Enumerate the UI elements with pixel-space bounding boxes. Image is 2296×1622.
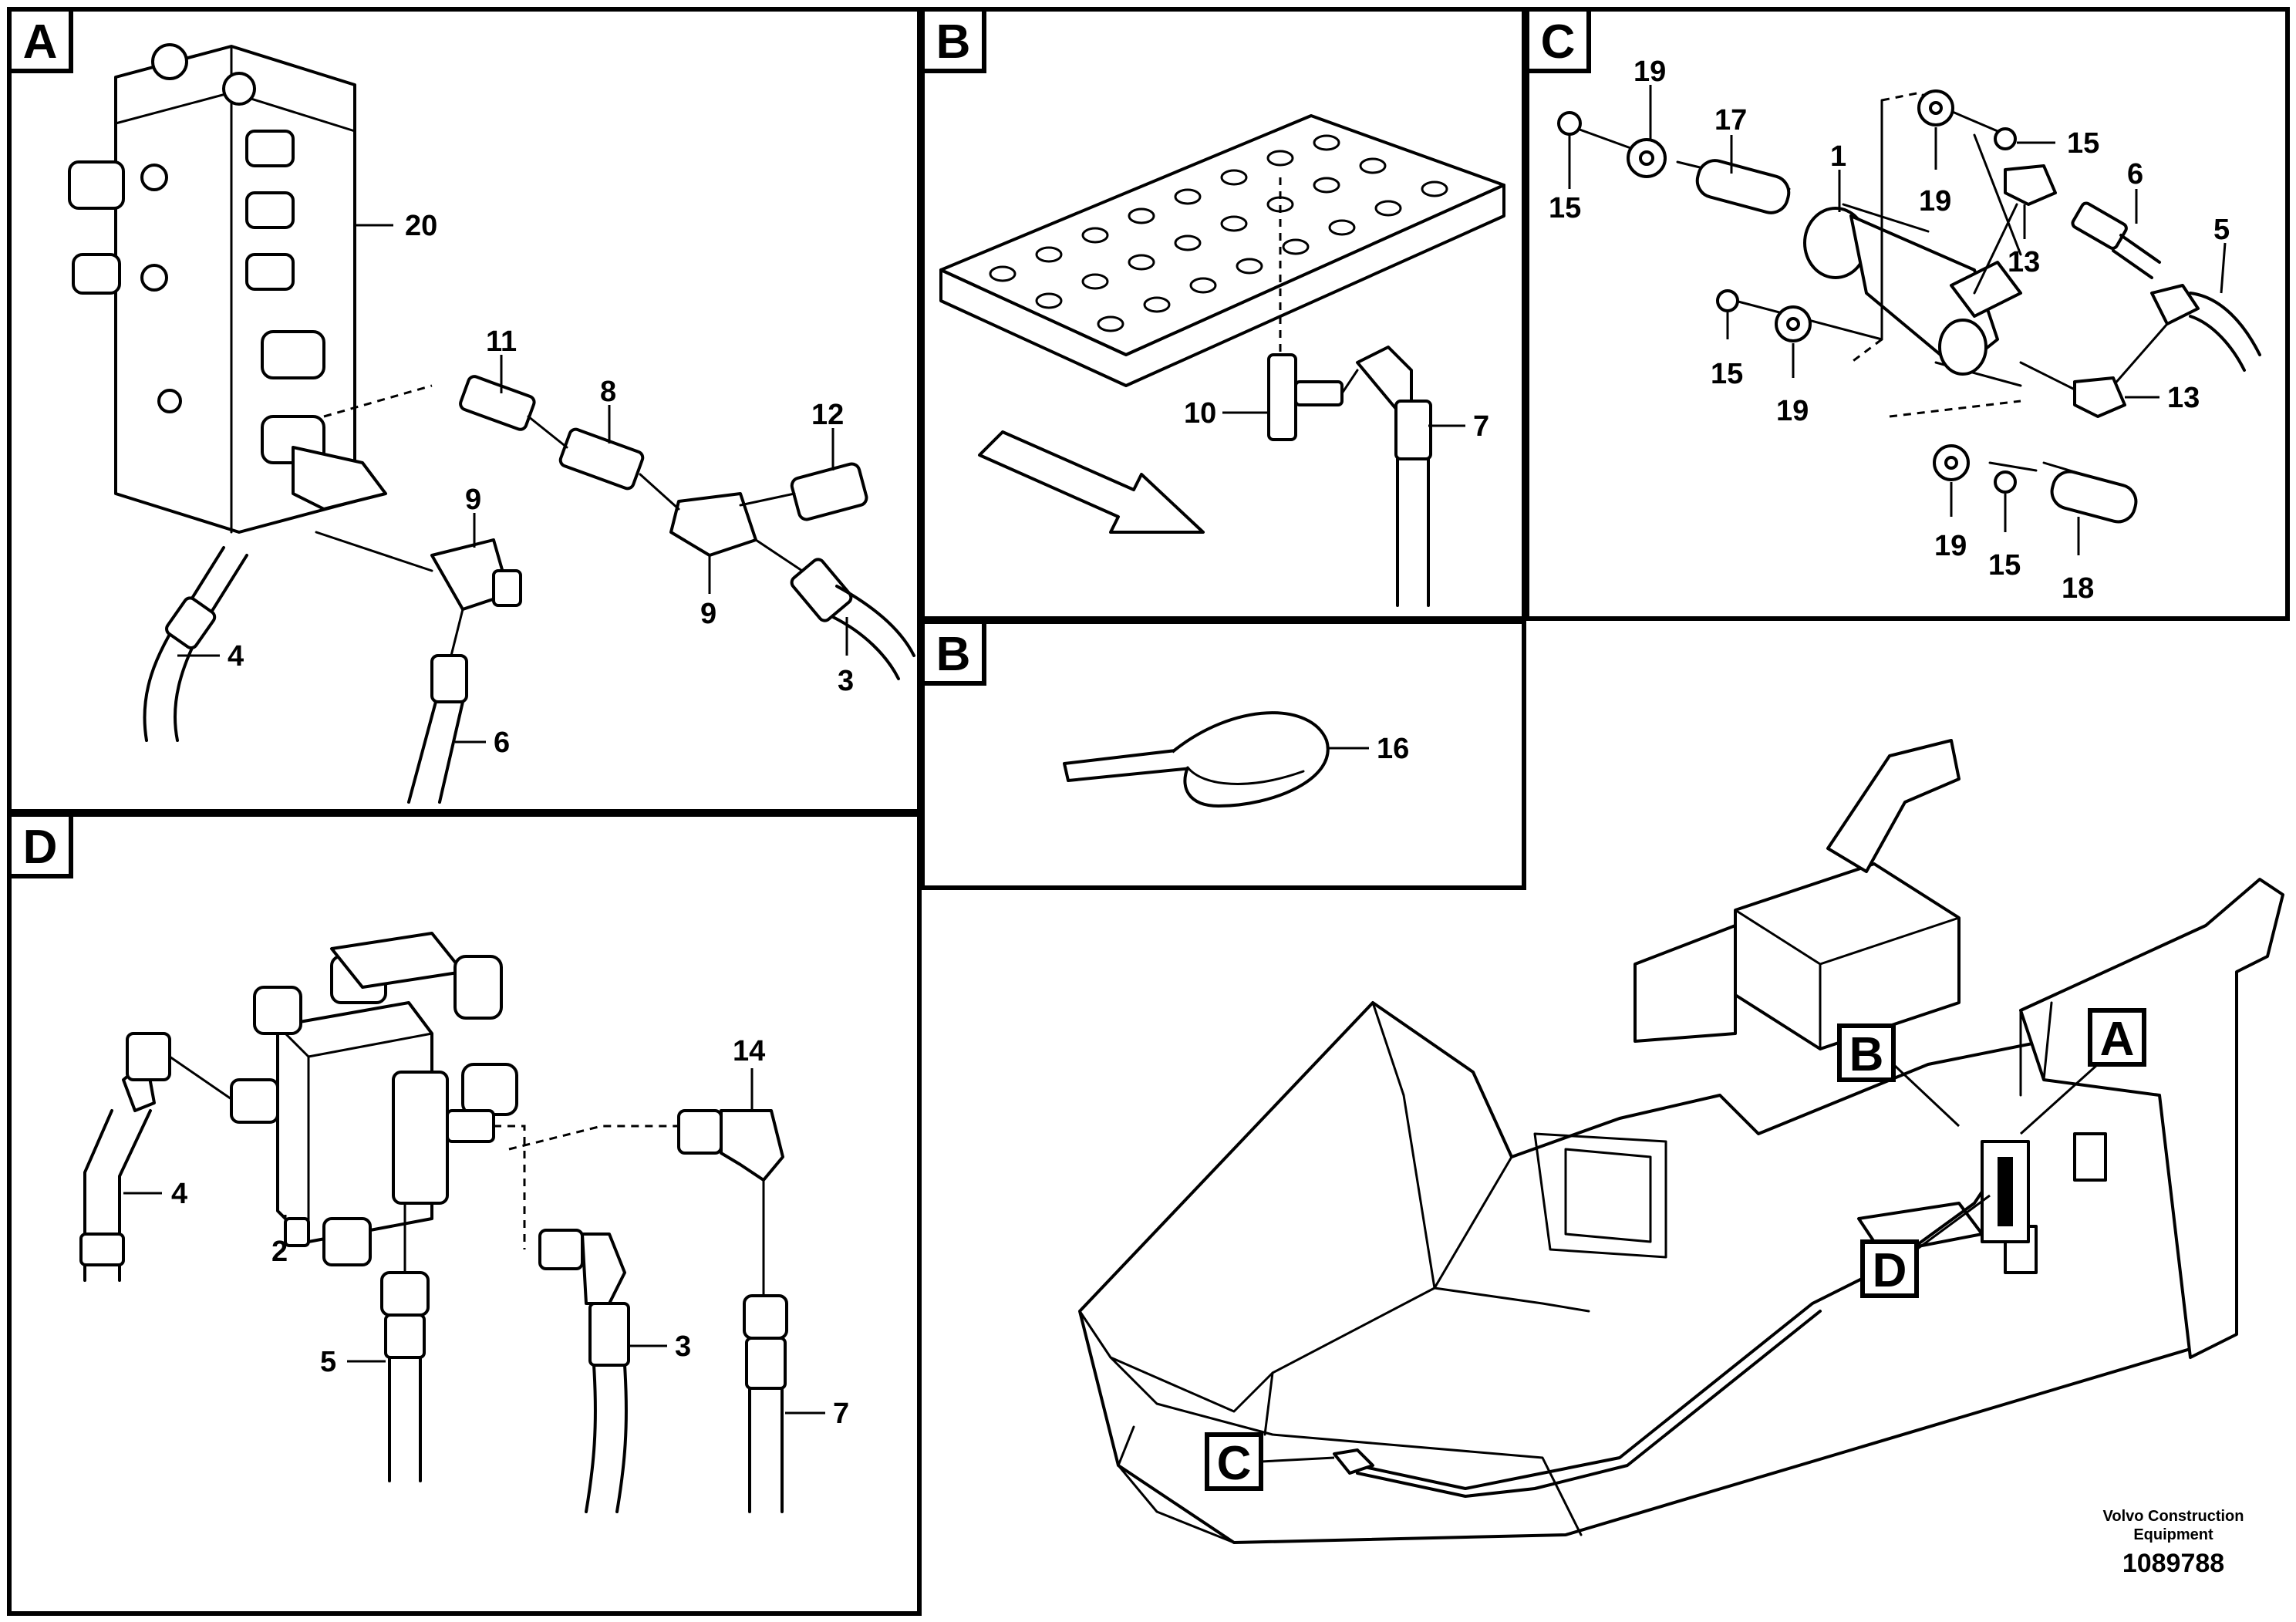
callout-d-3: 3 — [675, 1330, 691, 1363]
callout-a-6: 6 — [494, 727, 510, 759]
overview-label-d: D — [1873, 1244, 1907, 1297]
panel-b-bottom-drawing — [1063, 711, 1330, 808]
panel-frames — [7, 7, 2290, 1616]
panel-c-frame — [1525, 7, 2290, 621]
callout-d-4: 4 — [171, 1178, 187, 1210]
panel-b-bottom-frame — [920, 619, 1526, 890]
callout-a-11: 11 — [486, 325, 517, 358]
machine-overview — [1078, 739, 2284, 1544]
panel-b-top-frame — [920, 7, 1526, 621]
overview-callouts: A B C D — [1205, 1008, 2146, 1491]
callout-c-19-middle: 19 — [1776, 395, 1809, 427]
panel-d-callouts: 14 4 2 5 3 7 — [123, 1035, 849, 1430]
callout-c-19-bottom: 19 — [1934, 530, 1967, 562]
callout-a-12: 12 — [811, 399, 844, 431]
callout-c-17: 17 — [1714, 104, 1747, 137]
callout-c-15-middle: 15 — [1711, 358, 1743, 390]
callout-a-9-left: 9 — [465, 484, 481, 516]
panel-labels: A B C B D — [7, 7, 1591, 878]
company-name-line1: Volvo Construction — [2103, 1508, 2244, 1525]
callout-c-13-bottom: 13 — [2167, 382, 2200, 414]
callout-c-15-bottom: 15 — [1988, 549, 2021, 582]
panel-a-letter: A — [23, 15, 58, 69]
panel-a-drawing — [68, 43, 915, 804]
callout-c-15-right: 15 — [2067, 127, 2099, 160]
panel-b-bottom-letter: B — [936, 628, 971, 681]
panel-d-frame — [7, 812, 922, 1616]
callout-c-1: 1 — [1830, 140, 1846, 173]
panel-a-callouts: 20 11 8 12 9 9 4 6 3 — [177, 210, 854, 759]
overview-label-b: B — [1849, 1028, 1884, 1081]
callout-c-5: 5 — [2213, 214, 2230, 246]
callout-c-18: 18 — [2062, 572, 2094, 605]
callout-d-2: 2 — [271, 1236, 288, 1268]
panel-b-bottom-callouts: 16 — [1327, 733, 1409, 765]
callout-b-7: 7 — [1473, 410, 1489, 443]
callout-a-9-right: 9 — [700, 598, 716, 630]
callout-a-20: 20 — [405, 210, 437, 242]
callout-a-8: 8 — [600, 376, 616, 408]
overview-label-c: C — [1217, 1437, 1252, 1490]
callout-a-4: 4 — [228, 640, 244, 673]
callout-c-6: 6 — [2127, 158, 2143, 191]
panel-a-frame — [7, 7, 922, 814]
callout-c-19-right: 19 — [1919, 185, 1951, 218]
drawing-number: 1089788 — [2122, 1549, 2224, 1578]
footer-block: Volvo Construction Equipment 1089788 — [2103, 1508, 2244, 1578]
panel-c-drawing — [1557, 89, 2261, 524]
panel-b-top-drawing — [939, 114, 1505, 607]
panel-c-letter: C — [1541, 15, 1576, 69]
panel-b-top-callouts: 10 7 — [1184, 397, 1489, 443]
panel-d-drawing — [79, 932, 788, 1513]
callout-b-16: 16 — [1377, 733, 1409, 765]
callout-d-5: 5 — [320, 1346, 336, 1378]
callout-c-19-top: 19 — [1633, 56, 1666, 88]
panel-d-letter: D — [23, 821, 58, 874]
panel-c-callouts: 19 17 1 15 19 15 6 5 13 15 19 13 19 15 1… — [1549, 56, 2230, 605]
callout-b-10: 10 — [1184, 397, 1216, 430]
callout-a-3: 3 — [838, 665, 854, 697]
callout-c-15-left: 15 — [1549, 192, 1581, 224]
callout-d-7: 7 — [833, 1398, 849, 1430]
panel-b-top-letter: B — [936, 15, 971, 69]
company-name-line2: Equipment — [2133, 1526, 2213, 1543]
callout-c-13-top: 13 — [2008, 246, 2040, 278]
callout-d-14: 14 — [733, 1035, 765, 1067]
overview-label-a: A — [2100, 1013, 2135, 1066]
